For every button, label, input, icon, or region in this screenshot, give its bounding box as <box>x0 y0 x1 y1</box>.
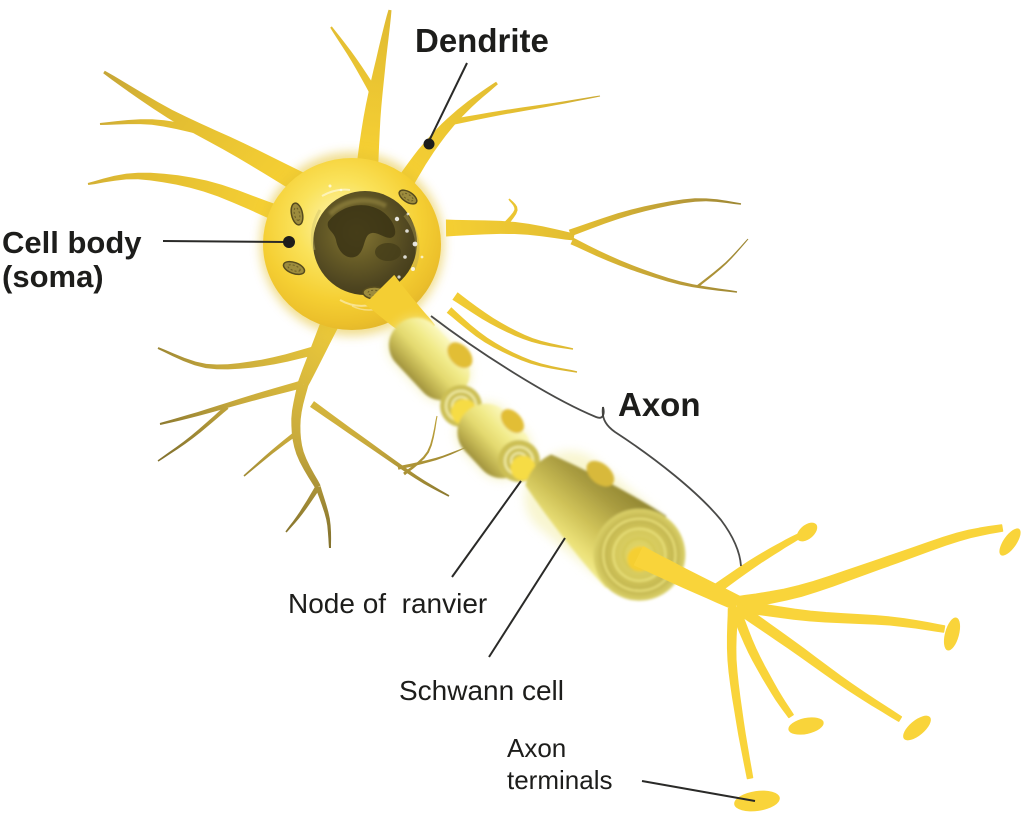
label-soma: (soma) <box>2 259 104 294</box>
label-schwann-cell: Schwann cell <box>399 675 564 706</box>
dendrite-tree-branch <box>291 382 321 489</box>
label-axon-terminals-1: Axon <box>507 733 566 763</box>
label-cell-body: Cell body <box>2 225 142 260</box>
schwann-cell-segment-1 <box>388 317 473 401</box>
label-node-of-ranvier: Node of ranvier <box>288 588 487 619</box>
axon-terminal-branch <box>733 602 903 722</box>
schwann-nucleus-bump <box>586 460 615 487</box>
axon-terminal-bouton <box>903 715 931 741</box>
leader-dendrite <box>428 62 468 142</box>
leader-lines <box>162 62 756 802</box>
leader-dot-cell-body <box>283 236 295 248</box>
dendrite-tree-branch <box>315 486 332 548</box>
axon-terminal-branch <box>735 524 1004 610</box>
label-axon-terminals-2: terminals <box>507 765 612 795</box>
axon-terminal-bouton <box>999 528 1021 556</box>
label-axon: Axon <box>618 386 701 423</box>
dendrite-branch <box>451 95 601 125</box>
axon-terminal-bouton <box>734 790 780 812</box>
dendrite-tree-branch <box>285 485 321 533</box>
leader-cell-body <box>162 240 286 243</box>
dendrite-tree-branch <box>243 429 301 477</box>
dendrite-branch <box>396 81 498 189</box>
dendrite-branch <box>570 237 738 293</box>
dendrite-tree-branch <box>403 415 438 476</box>
axon-terminal-branch <box>726 608 754 780</box>
dendrite-branch <box>99 119 209 137</box>
labels: Dendrite Cell body (soma) Axon Node of r… <box>2 22 701 795</box>
leader-dot-dendrite <box>423 138 435 150</box>
organelles <box>282 189 418 300</box>
dendrite-tree-branch <box>157 345 319 370</box>
schwann-nucleus-bump <box>447 342 473 369</box>
dendrite-branch <box>87 172 277 220</box>
leader-node-of-ranvier <box>451 480 522 578</box>
dendrites <box>87 9 749 293</box>
axon-terminal-branch <box>708 532 803 597</box>
dendrite-branch <box>502 198 518 228</box>
axon-terminal-branch <box>730 605 794 719</box>
dendrite-tree-branch <box>397 446 468 470</box>
leader-axon-terminals <box>641 780 756 802</box>
axon-terminal-bouton <box>796 522 818 542</box>
dendrite-branch <box>445 219 575 241</box>
dendrite-tree-branch <box>159 380 304 425</box>
axon-brace-lower <box>601 406 742 567</box>
axon-terminal-branch <box>737 599 946 633</box>
axon-terminal-bouton <box>788 717 824 735</box>
dendrite-tree-branch <box>310 401 450 497</box>
leader-schwann-cell <box>488 537 566 658</box>
axon-terminal-bouton <box>943 617 961 651</box>
node-of-ranvier-2 <box>510 455 536 481</box>
dendrite-tree-branch <box>157 405 229 462</box>
label-dendrite: Dendrite <box>415 22 549 59</box>
dendrite-branch <box>697 238 749 287</box>
axon-terminals <box>633 522 1021 812</box>
schwann-nucleus-bump <box>500 409 524 434</box>
nucleus <box>310 191 420 295</box>
dendrite-branch <box>568 198 742 237</box>
dendrite-wisp <box>452 292 574 350</box>
dendritic-tree <box>157 310 468 548</box>
dendrite-branch <box>330 26 380 99</box>
